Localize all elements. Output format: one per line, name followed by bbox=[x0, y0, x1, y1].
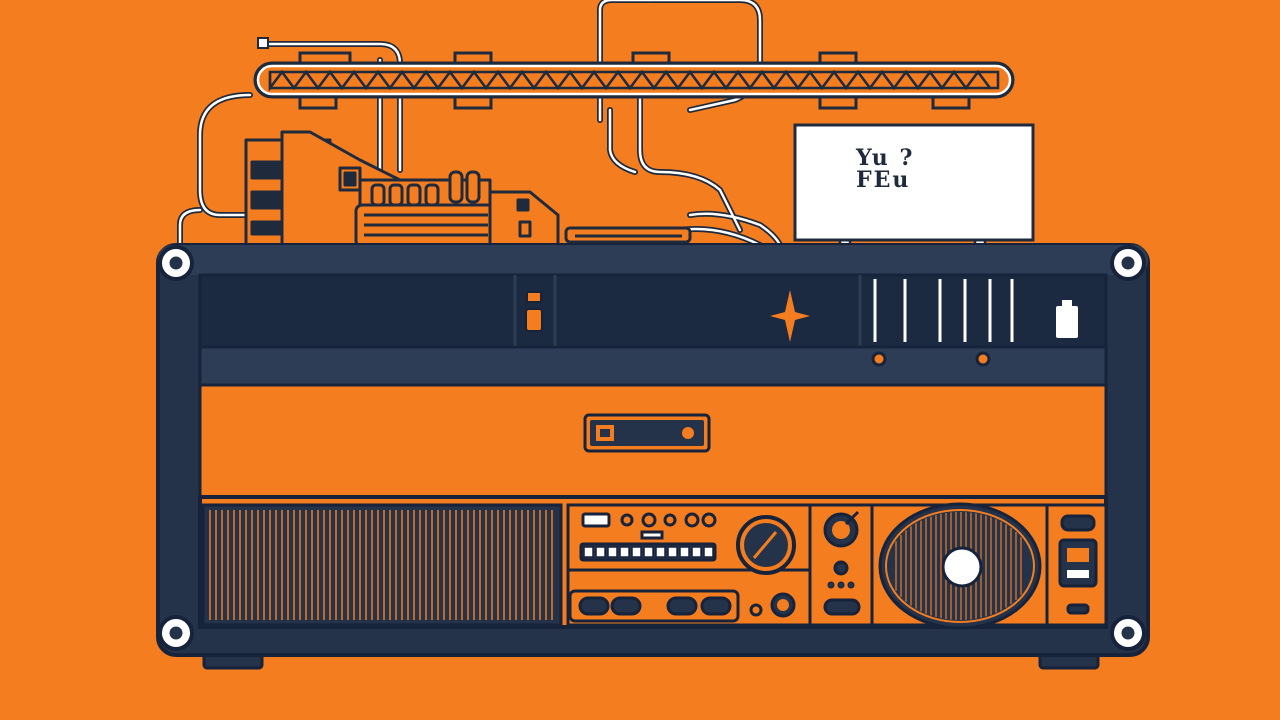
indicator-leds bbox=[871, 351, 991, 367]
cassette-slot[interactable] bbox=[583, 413, 711, 453]
aux-button[interactable] bbox=[823, 598, 861, 616]
truss-rail bbox=[253, 51, 1015, 110]
battery-icon bbox=[1056, 300, 1078, 338]
speaker-cone bbox=[870, 502, 1049, 630]
control-knob-4[interactable] bbox=[684, 512, 700, 528]
turntable-plate bbox=[564, 226, 692, 244]
control-knob-1[interactable] bbox=[620, 513, 634, 527]
keypad-key[interactable] bbox=[619, 546, 630, 558]
keypad-key[interactable] bbox=[655, 546, 666, 558]
preset-button-2[interactable] bbox=[610, 596, 642, 616]
cable-plug bbox=[257, 37, 269, 49]
slider-switch[interactable] bbox=[1058, 538, 1098, 588]
white-sign: Yu ? FEu bbox=[793, 123, 1035, 252]
preset-button-1[interactable] bbox=[578, 596, 610, 616]
sign-line-2: FEu bbox=[856, 167, 910, 193]
aux-panel bbox=[808, 503, 874, 627]
control-knob-3[interactable] bbox=[663, 513, 677, 527]
meter-bars bbox=[873, 279, 1014, 342]
keypad-key[interactable] bbox=[691, 546, 702, 558]
keypad-key[interactable] bbox=[679, 546, 690, 558]
keypad-key[interactable] bbox=[595, 546, 606, 558]
control-knob-2[interactable] bbox=[641, 512, 657, 528]
power-button[interactable] bbox=[1060, 514, 1096, 532]
speaker-grille-left bbox=[201, 503, 563, 627]
keypad-key[interactable] bbox=[643, 546, 654, 558]
control-knob-5[interactable] bbox=[701, 512, 717, 528]
corner-bolts bbox=[158, 245, 1146, 651]
generator-unit bbox=[244, 130, 560, 249]
fuse-indicator bbox=[525, 291, 543, 332]
sign-line-1: Yu ? bbox=[855, 145, 914, 171]
preset-button-4[interactable] bbox=[700, 596, 732, 616]
keypad-key[interactable] bbox=[631, 546, 642, 558]
keypad-key[interactable] bbox=[607, 546, 618, 558]
sparkle-icon bbox=[770, 290, 810, 342]
control-panel bbox=[566, 503, 812, 627]
keypad-key[interactable] bbox=[583, 546, 594, 558]
keypad-key[interactable] bbox=[703, 546, 714, 558]
mode-switch[interactable] bbox=[581, 512, 611, 528]
keypad-key[interactable] bbox=[667, 546, 678, 558]
preset-button-3[interactable] bbox=[666, 596, 698, 616]
switch-panel bbox=[1045, 503, 1108, 627]
